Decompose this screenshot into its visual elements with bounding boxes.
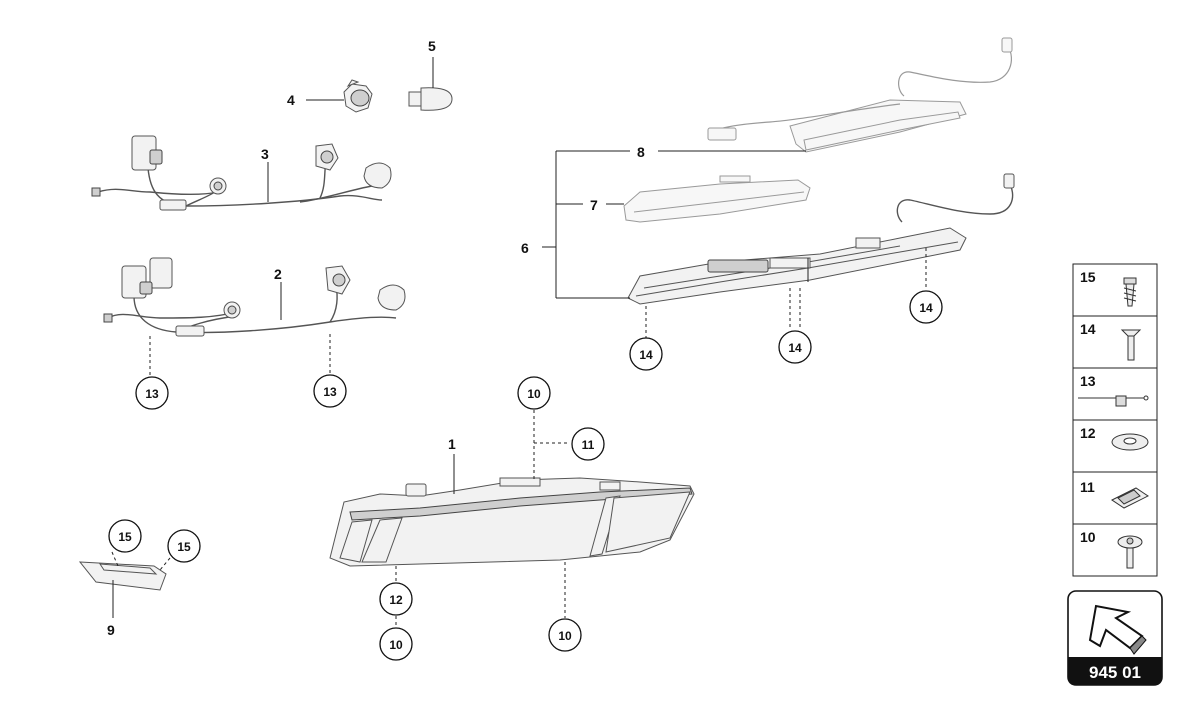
fastener-legend: 15 14 13 12 <box>1072 263 1158 577</box>
callout-14-right: 14 <box>909 290 943 324</box>
callout-13-left: 13 <box>135 376 169 410</box>
washer-icon <box>1111 433 1149 451</box>
callout-14-left: 14 <box>629 337 663 371</box>
legend-item-12: 12 <box>1080 425 1149 451</box>
part-label-8: 8 <box>637 144 645 160</box>
svg-text:15: 15 <box>1080 269 1096 285</box>
svg-text:15: 15 <box>177 540 191 554</box>
svg-text:11: 11 <box>1080 479 1095 495</box>
catalog-badge: 945 01 <box>1067 590 1163 686</box>
svg-text:14: 14 <box>788 341 802 355</box>
svg-text:10: 10 <box>389 638 403 652</box>
light-strip-8-drawing <box>707 37 1013 153</box>
spring-clip-icon <box>1111 487 1149 509</box>
tail-lamp-1-drawing <box>329 477 695 567</box>
svg-text:14: 14 <box>639 348 653 362</box>
callout-12: 12 <box>379 582 413 616</box>
callout-13-right: 13 <box>313 374 347 408</box>
flange-bolt-icon <box>1117 535 1143 569</box>
callout-15-right: 15 <box>167 529 201 563</box>
callout-10-bottom-left: 10 <box>379 627 413 661</box>
svg-text:13: 13 <box>1080 373 1096 389</box>
callout-14-middle: 14 <box>778 330 812 364</box>
part-label-6: 6 <box>521 240 529 256</box>
direction-arrow-icon <box>1088 604 1147 655</box>
wiring-harness-2-drawing <box>103 257 406 337</box>
callout-11: 11 <box>571 427 605 461</box>
legend-item-10: 10 <box>1080 529 1143 569</box>
wiring-harness-3-drawing <box>91 135 392 211</box>
svg-text:12: 12 <box>389 593 403 607</box>
svg-text:15: 15 <box>118 530 132 544</box>
part-label-5: 5 <box>428 38 436 54</box>
svg-text:14: 14 <box>1080 321 1096 337</box>
legend-item-14: 14 <box>1080 321 1142 361</box>
legend-item-11: 11 <box>1080 479 1149 509</box>
cable-tie-icon <box>1078 395 1149 407</box>
svg-text:13: 13 <box>323 385 337 399</box>
part-label-3: 3 <box>261 146 269 162</box>
light-assembly-6-drawing <box>627 173 1015 305</box>
svg-text:11: 11 <box>582 438 595 452</box>
svg-text:10: 10 <box>527 387 541 401</box>
light-lens-7-drawing <box>623 175 811 223</box>
part-label-1: 1 <box>448 436 456 452</box>
bulb-socket-drawing <box>343 79 373 113</box>
part-label-9: 9 <box>107 622 115 638</box>
part-label-4: 4 <box>287 92 295 108</box>
countersunk-bolt-icon <box>1120 329 1142 361</box>
part-label-2: 2 <box>274 266 282 282</box>
part-label-7: 7 <box>590 197 598 213</box>
bulb-drawing <box>408 87 453 111</box>
callout-10-top: 10 <box>517 376 551 410</box>
callout-15-left: 15 <box>108 519 142 553</box>
svg-text:10: 10 <box>1080 529 1096 545</box>
callout-10-bottom-right: 10 <box>548 618 582 652</box>
catalog-code: 945 01 <box>1089 663 1141 682</box>
screw-icon <box>1123 277 1137 307</box>
svg-text:13: 13 <box>145 387 159 401</box>
legend-item-13: 13 <box>1078 373 1149 407</box>
svg-text:14: 14 <box>919 301 933 315</box>
legend-item-15: 15 <box>1080 269 1137 307</box>
svg-text:12: 12 <box>1080 425 1096 441</box>
side-marker-9-drawing <box>78 561 167 591</box>
svg-text:10: 10 <box>558 629 572 643</box>
